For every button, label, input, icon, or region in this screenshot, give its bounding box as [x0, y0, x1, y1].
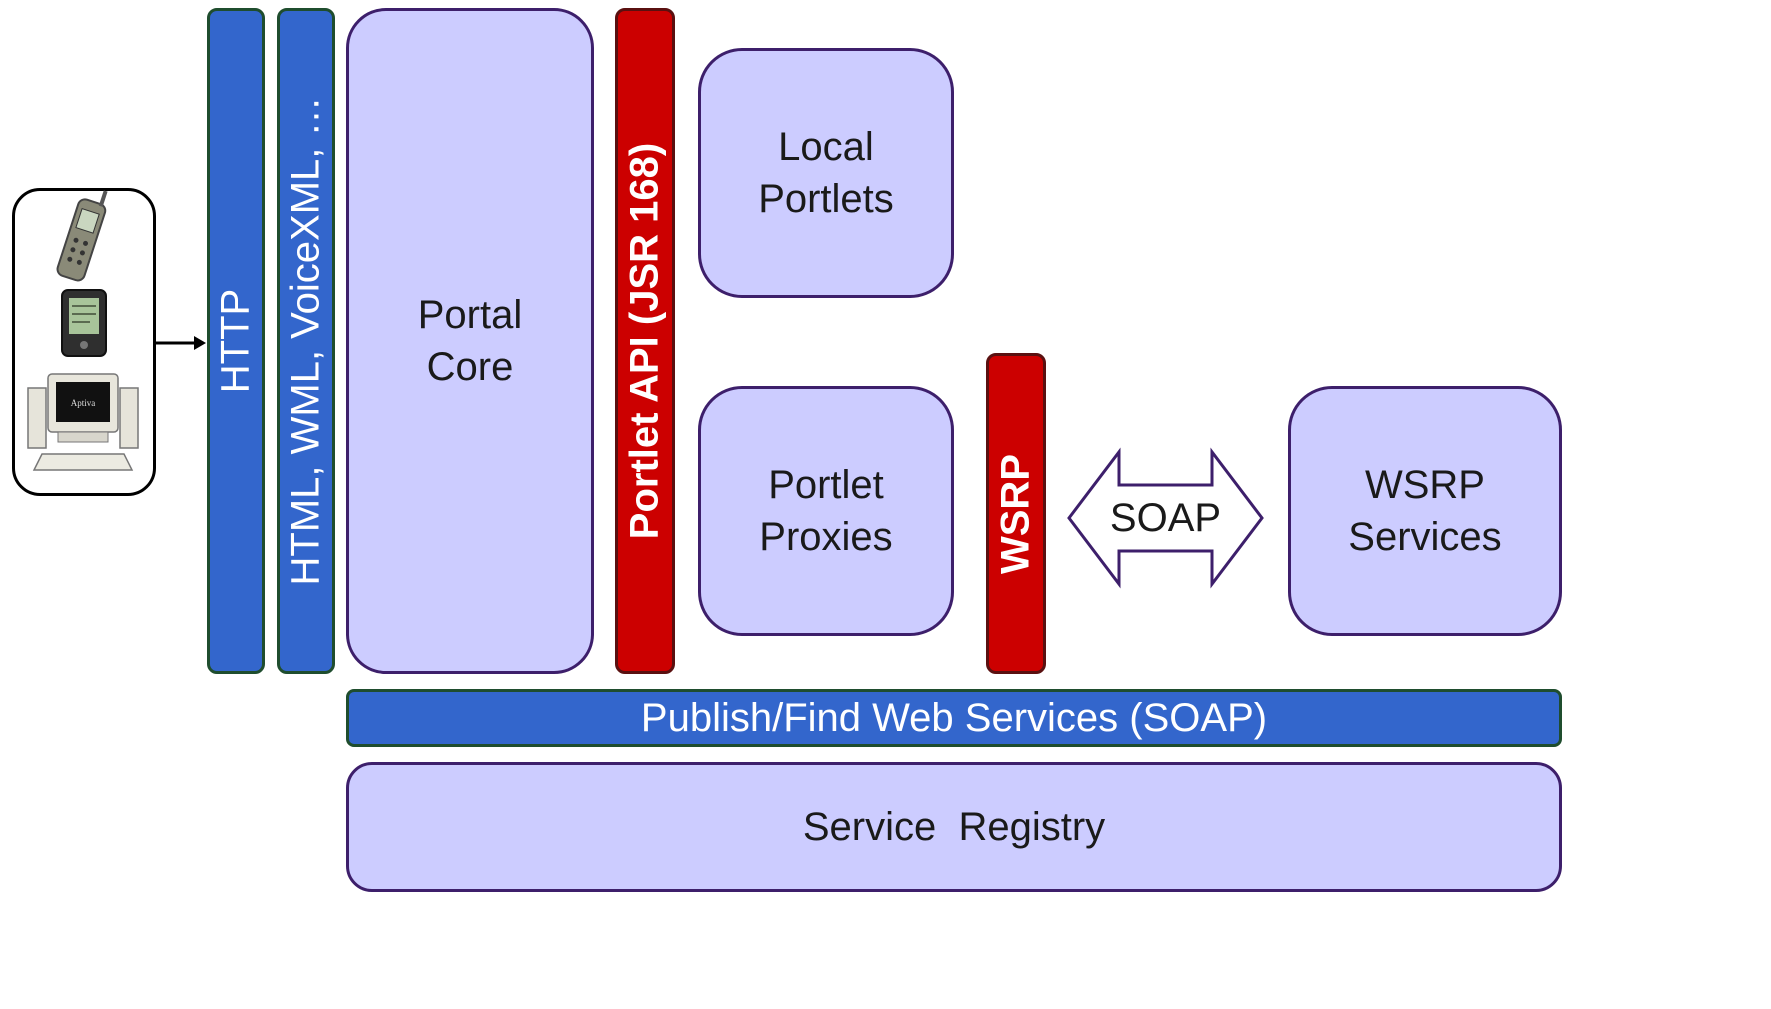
client-devices-box: Aptiva: [12, 188, 156, 496]
service-registry-label: Service Registry: [802, 805, 1106, 849]
wsrp-services-label: WSRP Services: [1348, 463, 1502, 559]
desktop-computer-icon: Aptiva: [27, 373, 139, 471]
local-portlets-label: Local Portlets: [758, 125, 894, 221]
publish-find-bar: Publish/Find Web Services (SOAP): [346, 689, 1562, 747]
service-registry-box: Service Registry: [346, 762, 1562, 892]
portlet-proxies-box: Portlet Proxies: [698, 386, 954, 636]
http-bar: HTTP: [207, 8, 265, 674]
markup-bar: HTML, WML, VoiceXML, …: [277, 8, 335, 674]
portlet-api-bar: Portlet API (JSR 168): [615, 8, 675, 674]
local-portlets-box: Local Portlets: [698, 48, 954, 298]
portal-core-box: Portal Core: [346, 8, 594, 674]
soap-label-wrap: SOAP: [1110, 490, 1221, 546]
mobile-phone-icon: Aptiva: [27, 190, 139, 471]
svg-text:Aptiva: Aptiva: [71, 398, 96, 408]
portlet-proxies-label: Portlet Proxies: [759, 463, 893, 559]
wsrp-bar: WSRP: [986, 353, 1046, 674]
soap-label: SOAP: [1109, 496, 1222, 540]
publish-find-label: Publish/Find Web Services (SOAP): [640, 695, 1268, 740]
pda-icon: [61, 289, 107, 357]
wsrp-services-box: WSRP Services: [1288, 386, 1562, 636]
portal-core-label: Portal Core: [417, 293, 523, 389]
